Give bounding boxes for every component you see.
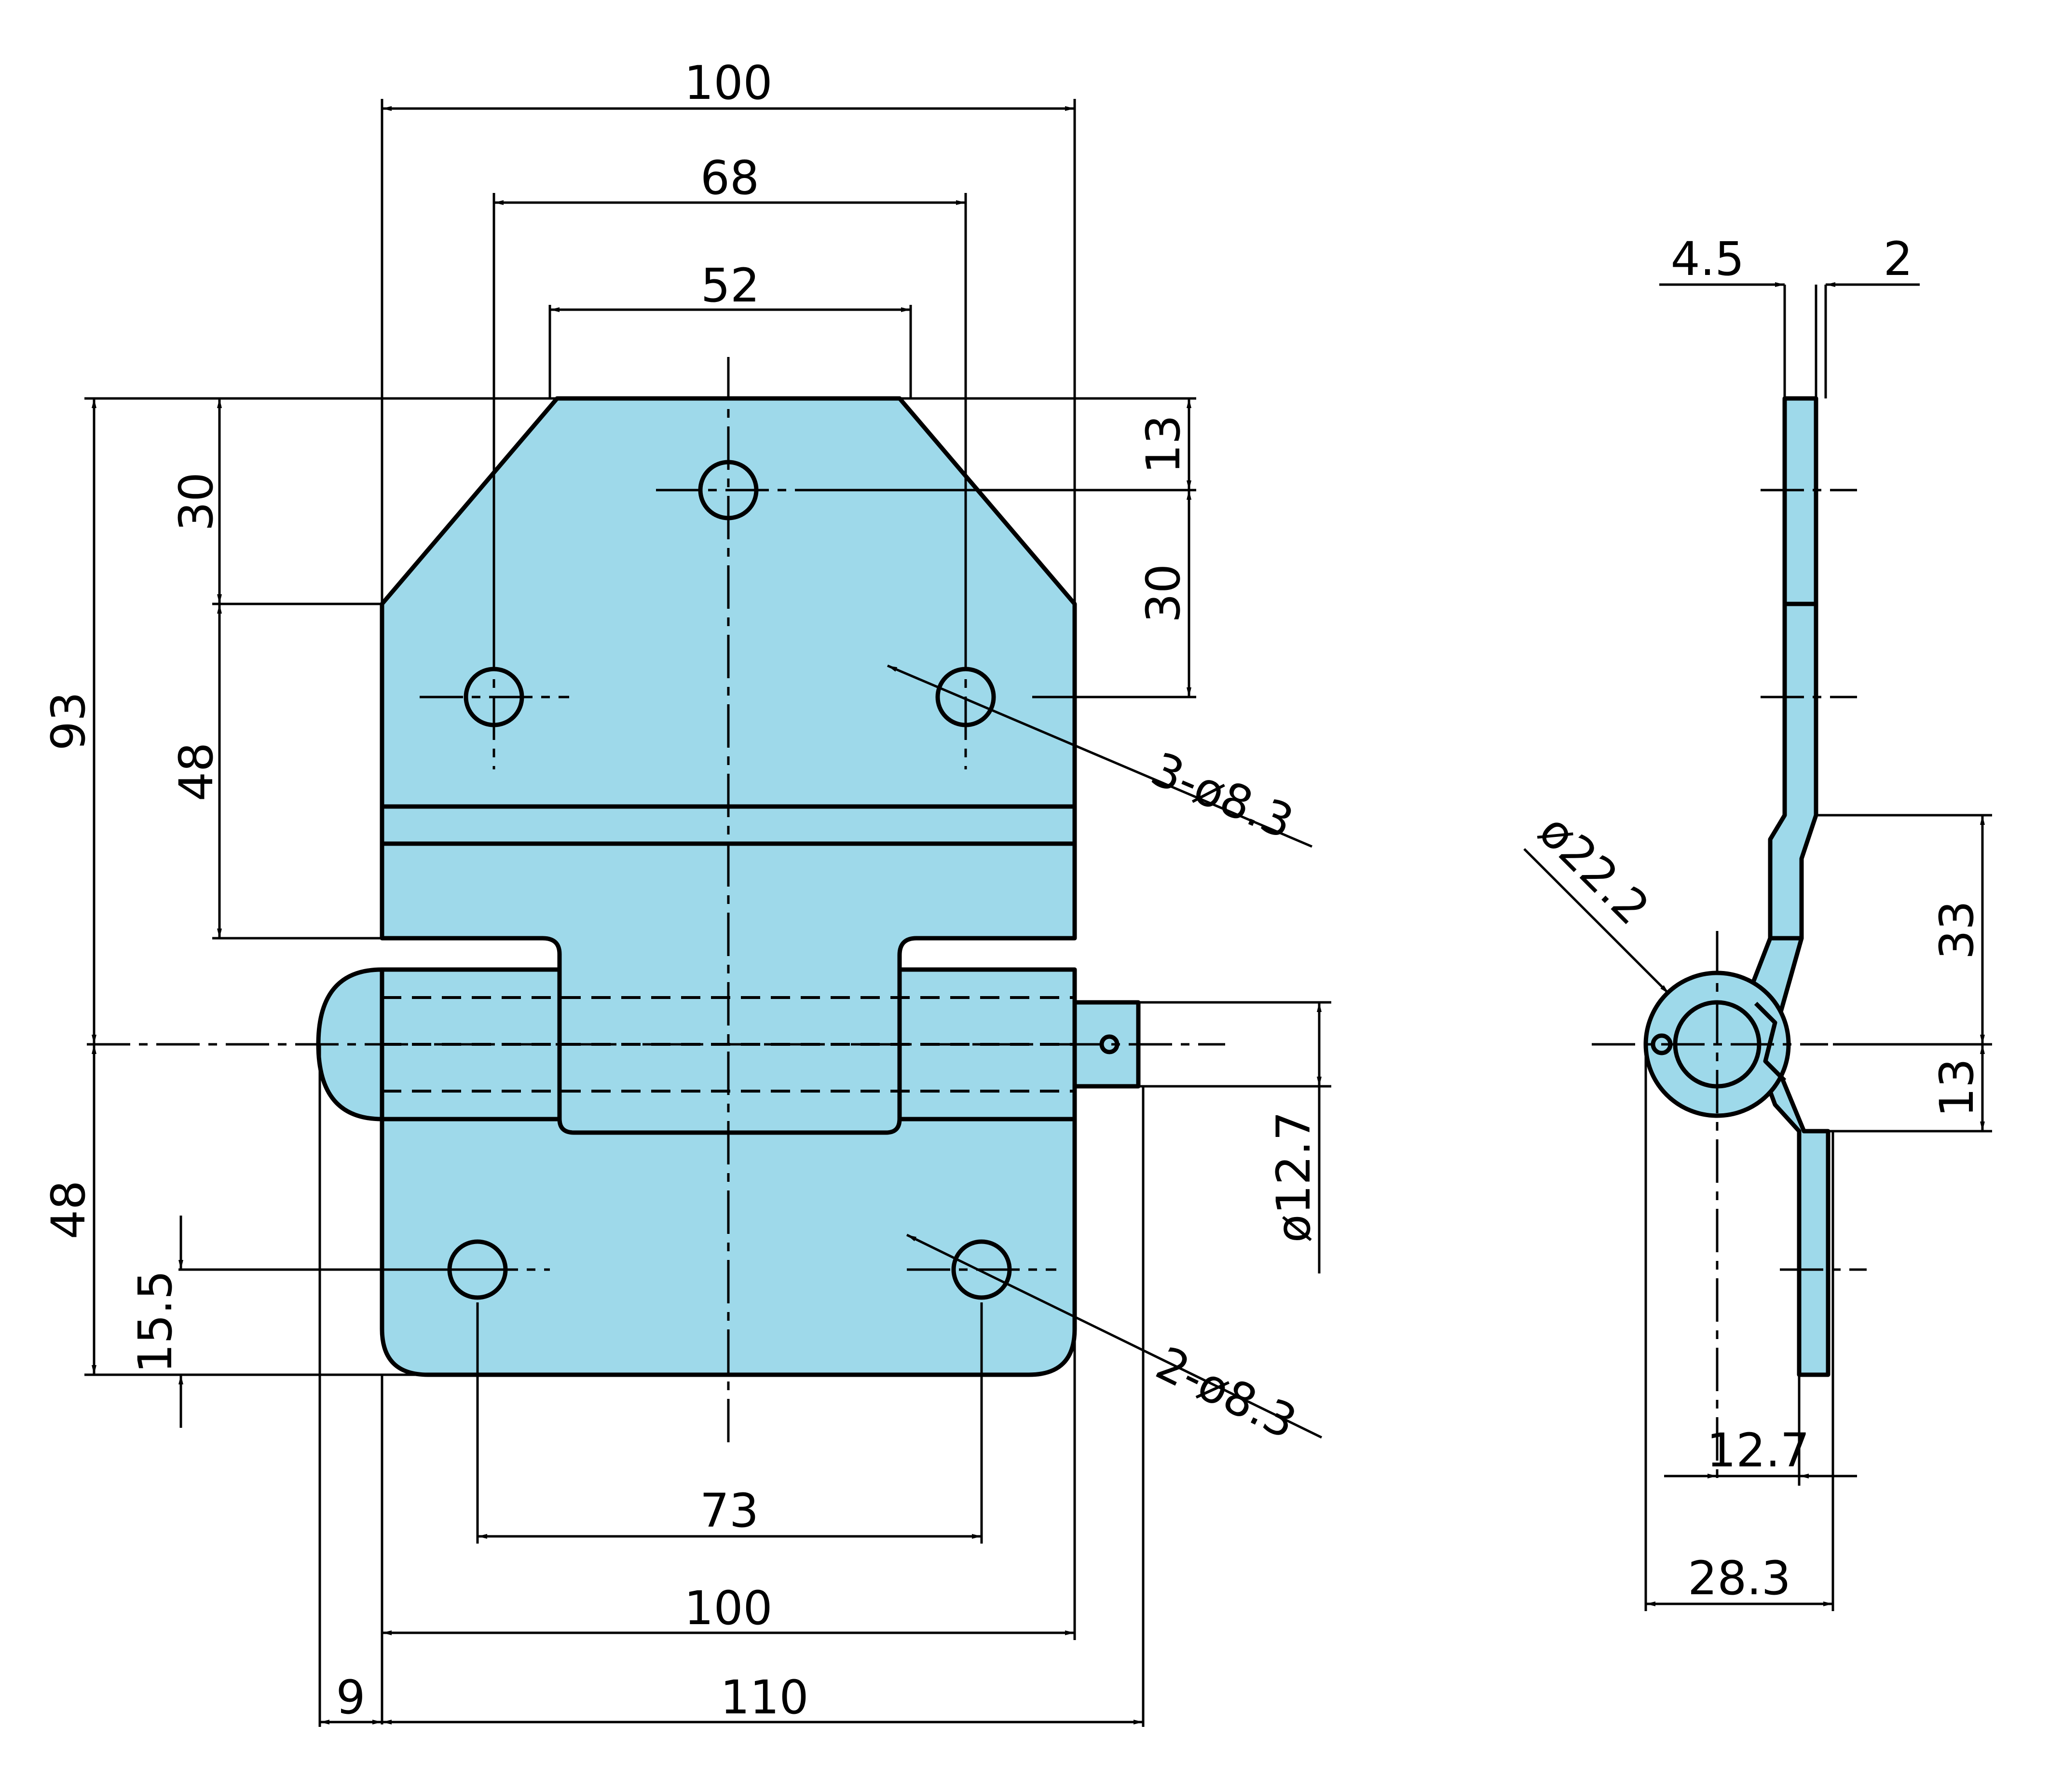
dim-top-width: 100 [684, 56, 772, 110]
dim-barrel-dia: ø22.2 [1529, 804, 1660, 935]
dim-pin-dia: ø12.7 [1267, 1111, 1321, 1243]
dim-lower-48: 48 [41, 1180, 96, 1239]
dim-bottom-width: 100 [684, 1581, 772, 1635]
dim-top-flat-52: 52 [701, 259, 760, 313]
side-view: 4.5 2 ø22.2 33 13 12.7 28.3 [1523, 232, 1992, 1611]
dim-bottom-span-73: 73 [700, 1484, 759, 1538]
dim-overall-110: 110 [720, 1670, 808, 1724]
dim-pitch-30: 30 [1136, 564, 1190, 623]
dim-pin-12-7: 12.7 [1707, 1423, 1810, 1477]
dim-thickness-4-5: 4.5 [1671, 232, 1745, 286]
dim-depth-28-3: 28.3 [1688, 1551, 1791, 1605]
dim-offset-13: 13 [1930, 1058, 1984, 1117]
dim-13: 13 [1136, 415, 1190, 474]
lower-leaf [380, 967, 1077, 1377]
dim-offset-33: 33 [1930, 901, 1984, 959]
dim-upper-48: 48 [169, 742, 223, 801]
dim-offset-9: 9 [336, 1670, 365, 1724]
dim-15-5: 15.5 [128, 1270, 182, 1373]
note-bottom-holes: 2-ø8.3 [1148, 1336, 1305, 1450]
dim-chamfer-30: 30 [169, 472, 223, 531]
dim-overall-93: 93 [41, 692, 96, 751]
side-upper-plate [1768, 396, 1818, 941]
dim-thickness-2: 2 [1883, 232, 1912, 286]
dim-hole-span-68: 68 [700, 151, 759, 205]
side-knuckle-detail [1754, 1001, 1787, 1082]
note-top-holes: 3-ø8.3 [1144, 742, 1301, 849]
front-view: 100 68 52 93 30 48 48 15.5 [41, 56, 1331, 1727]
